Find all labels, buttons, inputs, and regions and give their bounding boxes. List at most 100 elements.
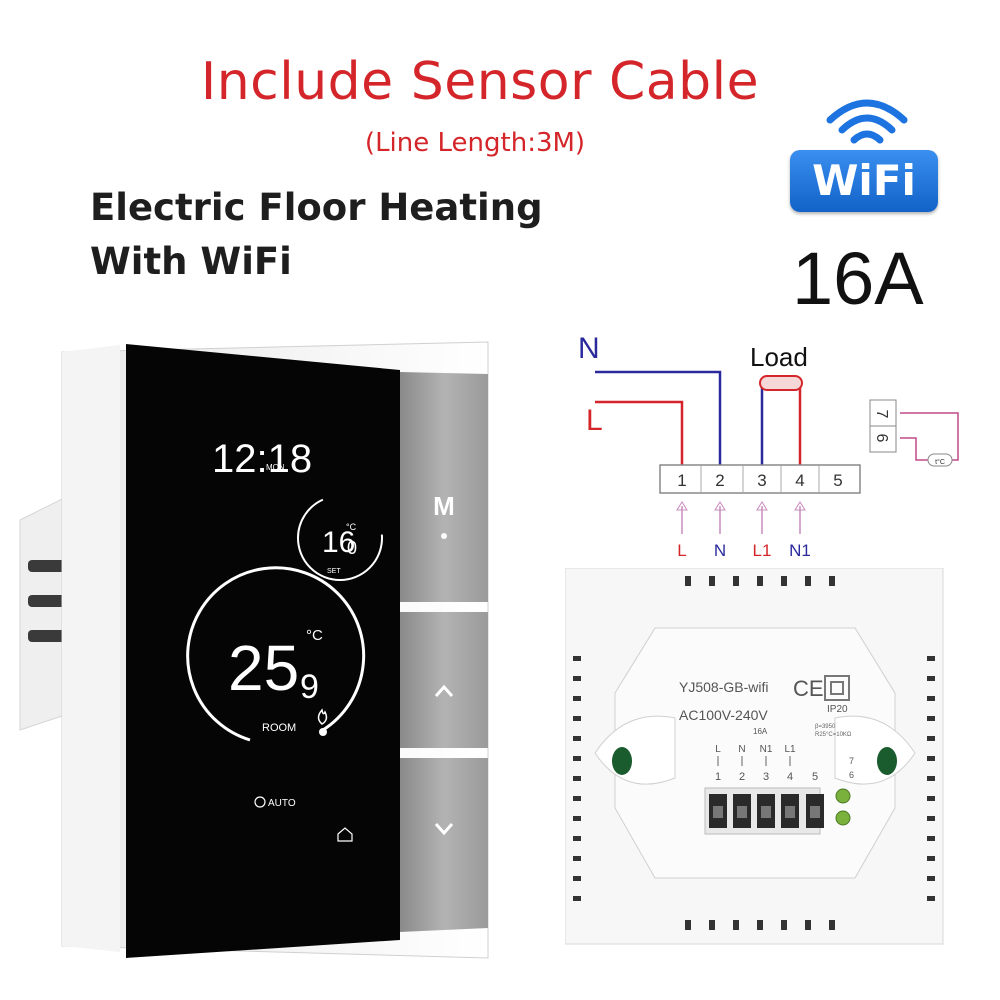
room-temp-decimal: 9 <box>300 668 319 706</box>
vent-slot <box>927 676 935 681</box>
ce-mark: CE <box>793 676 824 701</box>
vent-slot <box>927 696 935 701</box>
clock-time: 12:18 <box>212 437 312 481</box>
load-neutral-wire <box>760 382 774 468</box>
vent-slot <box>805 920 811 930</box>
vent-slot <box>573 656 581 661</box>
vent-slot <box>927 856 935 861</box>
mode-button[interactable]: M <box>433 491 455 539</box>
pin-label: N1 <box>760 744 773 755</box>
room-temp-ring <box>186 566 366 742</box>
room-label: ROOM <box>262 722 296 734</box>
pin-label-6: 6 <box>849 770 854 780</box>
thermostat-back: YJ508-GB-wifi CE IP20 AC100V-240V 16A β=… <box>565 568 944 945</box>
vent-slot <box>709 920 715 930</box>
vent-slot <box>829 576 835 586</box>
mounting-hole <box>877 747 897 775</box>
terminal-number: 5 <box>833 471 842 490</box>
pin-label: L <box>715 744 721 755</box>
room-temp-integer: 25 <box>228 632 299 704</box>
down-button[interactable] <box>434 823 454 836</box>
vent-slot <box>805 576 811 586</box>
terminal-number: 3 <box>757 471 766 490</box>
vent-slot <box>573 696 581 701</box>
pin-label: L1 <box>784 744 796 755</box>
set-temp-unit: °C <box>346 522 357 532</box>
input-label: N <box>714 541 726 560</box>
mounting-hole <box>612 747 632 775</box>
ip-rating: IP20 <box>827 704 848 715</box>
home-icon <box>337 827 353 842</box>
live-label: L <box>586 404 603 437</box>
vent-slot <box>757 920 763 930</box>
vent-slot <box>573 816 581 821</box>
vent-slot <box>927 736 935 741</box>
sensor-probe <box>927 453 953 467</box>
sensor-screw <box>835 810 851 826</box>
clock-icon <box>254 796 266 808</box>
vent-slot <box>927 776 935 781</box>
terminal-number: 1 <box>677 471 686 490</box>
sensor-screw <box>835 788 851 804</box>
vent-slot <box>781 920 787 930</box>
sensor-probe-label: t°C <box>935 458 945 466</box>
pin-number: 1 <box>715 771 721 783</box>
vent-slot <box>927 876 935 881</box>
vent-slot <box>757 576 763 586</box>
set-temp-ring <box>297 495 383 581</box>
vent-slot <box>927 656 935 661</box>
mode-button-label: M <box>433 491 455 521</box>
set-label: SET <box>327 568 341 575</box>
input-label: N1 <box>789 541 811 560</box>
set-temp-integer: 16 <box>322 526 355 559</box>
model-label: YJ508-GB-wifi <box>679 679 768 695</box>
sensor-terminal-6: 6 <box>873 434 890 443</box>
pin-label-7: 7 <box>849 756 854 766</box>
vent-slot <box>573 896 581 901</box>
vent-slot <box>709 576 715 586</box>
class-ii-icon <box>824 675 850 701</box>
vent-slot <box>573 736 581 741</box>
sensor-terminal-7: 7 <box>873 410 890 419</box>
clock-day: MON <box>266 463 285 472</box>
vent-slot <box>573 796 581 801</box>
vent-slot <box>781 576 787 586</box>
vent-slot <box>573 756 581 761</box>
vent-slot <box>927 796 935 801</box>
terminal-number: 4 <box>795 471 804 490</box>
product-title-line-2: With WiFi <box>90 240 292 283</box>
vent-slot <box>573 836 581 841</box>
vent-slot <box>685 576 691 586</box>
pin-number: 3 <box>763 771 769 783</box>
neutral-label: N <box>578 332 600 365</box>
terminal-block <box>659 464 861 494</box>
vent-slot <box>927 816 935 821</box>
voltage-rating: AC100V-240V <box>679 707 768 723</box>
vent-slot <box>573 676 581 681</box>
vent-slot <box>573 716 581 721</box>
sensor-wire <box>900 412 959 461</box>
up-button[interactable] <box>434 684 454 697</box>
wifi-signal-icon <box>826 99 908 144</box>
back-amp-rating: 16A <box>753 727 768 736</box>
sensor-spec-beta: β=3950 <box>815 724 836 730</box>
room-temp-unit: °C <box>306 627 323 644</box>
product-title-line-1: Electric Floor Heating <box>90 186 543 229</box>
terminal-number: 2 <box>715 471 724 490</box>
pin-number: 2 <box>739 771 745 783</box>
sensor-spec-resistance: R25°C=10KΩ <box>815 732 852 738</box>
headline: Include Sensor Cable <box>200 52 760 112</box>
wifi-badge: WiFi <box>790 150 938 212</box>
vent-slot <box>927 836 935 841</box>
amperage-rating: 16A <box>792 237 924 320</box>
load-element <box>759 375 803 391</box>
pin-number: 4 <box>787 771 793 783</box>
pin-number: 5 <box>812 771 818 783</box>
vent-slot <box>573 876 581 881</box>
vent-slot <box>733 920 739 930</box>
vent-slot <box>927 716 935 721</box>
thermostat-front: M 12:18 MON 16 0 °C SET 25 9 °C ROOM AUT… <box>19 341 489 959</box>
vent-slot <box>927 896 935 901</box>
vent-slot <box>733 576 739 586</box>
